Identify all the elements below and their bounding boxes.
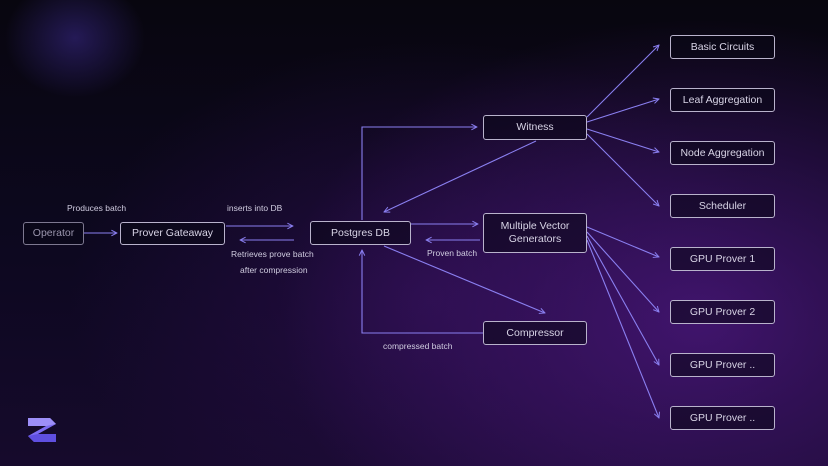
- arrow-postgres-witness: [361, 127, 477, 220]
- arrow-witness-node-aggregation: [586, 128, 659, 152]
- zksync-logo-icon: [28, 418, 56, 442]
- operator-node: Operator: [23, 222, 84, 245]
- retrieves-label-line1: Retrieves prove batch: [231, 249, 314, 259]
- gpu-prover-1-node: GPU Prover 1: [670, 247, 775, 271]
- leaf-aggregation-node: Leaf Aggregation: [670, 88, 775, 112]
- arrow-postgres-compressor: [383, 245, 545, 313]
- multiple-vector-generators-node: Multiple Vector Generators: [483, 213, 587, 253]
- arrow-witness-leaf-aggregation: [586, 99, 659, 123]
- gpu-prover-3-node: GPU Prover ..: [670, 353, 775, 377]
- witness-node: Witness: [483, 115, 587, 140]
- arrow-witness-scheduler: [586, 133, 659, 206]
- arrow-mvg-gpu-prover-4: [586, 239, 659, 418]
- arrow-witness-basic-circuits: [586, 45, 659, 118]
- gpu-prover-4-node: GPU Prover ..: [670, 406, 775, 430]
- retrieves-label-line2: after compression: [240, 265, 308, 275]
- proven-batch-label: Proven batch: [427, 248, 478, 258]
- compressor-node: Compressor: [483, 321, 587, 345]
- node-aggregation-node: Node Aggregation: [670, 141, 775, 165]
- arrow-mvg-gpu-prover-2: [586, 231, 659, 312]
- arrow-witness-postgres: [384, 140, 537, 212]
- arrow-mvg-gpu-prover-3: [586, 235, 659, 365]
- inserts-into-db-label: inserts into DB: [227, 203, 283, 213]
- produces-batch-label: Produces batch: [67, 203, 127, 213]
- basic-circuits-node: Basic Circuits: [670, 35, 775, 59]
- arrow-compressor-postgres: [362, 250, 483, 334]
- arrow-mvg-gpu-prover-1: [586, 226, 659, 257]
- compressed-batch-label: compressed batch: [383, 341, 453, 351]
- prover-gateway-node: Prover Gateaway: [120, 222, 225, 245]
- postgres-node: Postgres DB: [310, 221, 411, 245]
- scheduler-node: Scheduler: [670, 194, 775, 218]
- gpu-prover-2-node: GPU Prover 2: [670, 300, 775, 324]
